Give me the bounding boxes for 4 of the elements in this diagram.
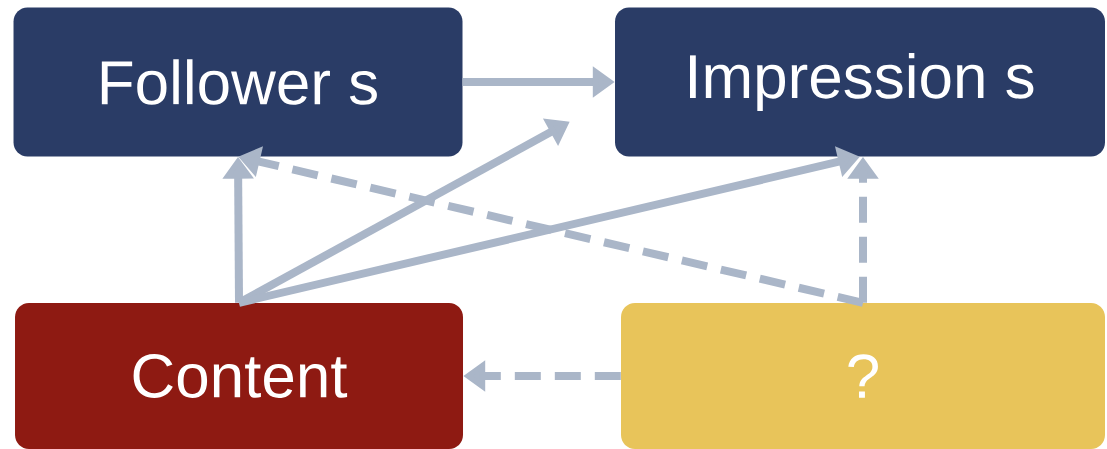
process-box: Follower s <box>13 7 463 157</box>
process-box: Content <box>15 303 463 449</box>
process-box: ? <box>621 303 1105 449</box>
process-box: Impression s <box>615 7 1105 157</box>
